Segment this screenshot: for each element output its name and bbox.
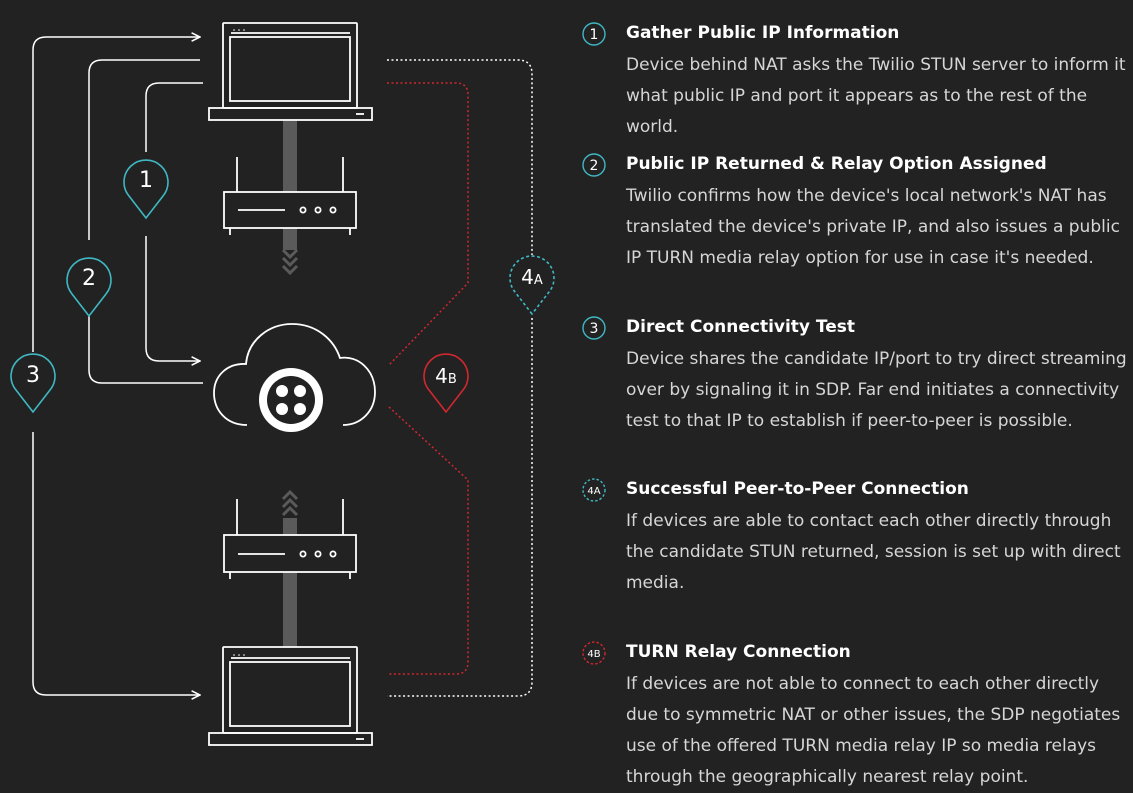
- marker-4b-sub: B: [448, 372, 457, 387]
- svg-text:4A: 4A: [521, 265, 543, 289]
- step-1-badge: 1: [582, 22, 606, 46]
- path-4b: [387, 82, 469, 675]
- router-icon: [223, 157, 357, 235]
- svg-text:2: 2: [590, 158, 599, 174]
- step-4a-description: If devices are able to contact each othe…: [626, 511, 1121, 593]
- marker-2-label: 2: [82, 266, 96, 291]
- step-1-description: Device behind NAT asks the Twilio STUN s…: [626, 55, 1126, 137]
- step-4a-title: Successful Peer-to-Peer Connection: [626, 479, 969, 499]
- step-2-description: Twilio confirms how the device's local n…: [626, 186, 1120, 268]
- marker-4a-num: 4: [521, 265, 534, 289]
- laptop-icon: [208, 22, 373, 121]
- step-3-title: Direct Connectivity Test: [626, 317, 856, 337]
- marker-4a-sub: A: [534, 273, 543, 288]
- path-1-return: [145, 236, 200, 361]
- svg-text:1: 1: [590, 27, 599, 43]
- marker-4b: 4B: [423, 353, 469, 414]
- marker-1-label: 1: [139, 168, 153, 193]
- svg-text:4B: 4B: [587, 649, 600, 660]
- twilio-logo: [259, 368, 323, 432]
- svg-text:4B: 4B: [435, 364, 457, 388]
- router-icon: [223, 499, 357, 579]
- svg-text:4A: 4A: [587, 486, 600, 497]
- network-diagram: 1 2 3 4A 4B: [10, 22, 555, 746]
- marker-4b-num: 4: [435, 364, 448, 388]
- step-4b-title: TURN Relay Connection: [626, 642, 851, 662]
- path-3: [32, 37, 200, 352]
- flow-lines: [32, 37, 203, 695]
- path-2: [88, 59, 200, 240]
- step-3-description: Device shares the candidate IP/port to t…: [626, 349, 1127, 431]
- marker-3: 3: [10, 353, 56, 414]
- step-4b-description: If devices are not able to connect to ea…: [626, 674, 1121, 787]
- marker-4a: 4A: [509, 255, 555, 316]
- marker-3-label: 3: [26, 363, 40, 388]
- marker-2: 2: [66, 257, 112, 318]
- step-2-title: Public IP Returned & Relay Option Assign…: [626, 154, 1047, 174]
- path-4a: [387, 59, 533, 697]
- svg-text:3: 3: [590, 321, 599, 337]
- step-1-title: Gather Public IP Information: [626, 23, 900, 43]
- marker-1: 1: [123, 159, 169, 220]
- laptop-icon: [208, 646, 373, 746]
- step-3-badge: 3: [582, 316, 606, 340]
- path-1: [145, 82, 203, 152]
- path-2-return: [88, 316, 203, 384]
- step-4b-badge: 4B: [582, 641, 606, 665]
- path-3-return: [32, 432, 200, 695]
- cloud-icon: [213, 323, 376, 432]
- step-4a-badge: 4A: [582, 478, 606, 502]
- step-2-badge: 2: [582, 153, 606, 177]
- connection-bars: [281, 120, 299, 647]
